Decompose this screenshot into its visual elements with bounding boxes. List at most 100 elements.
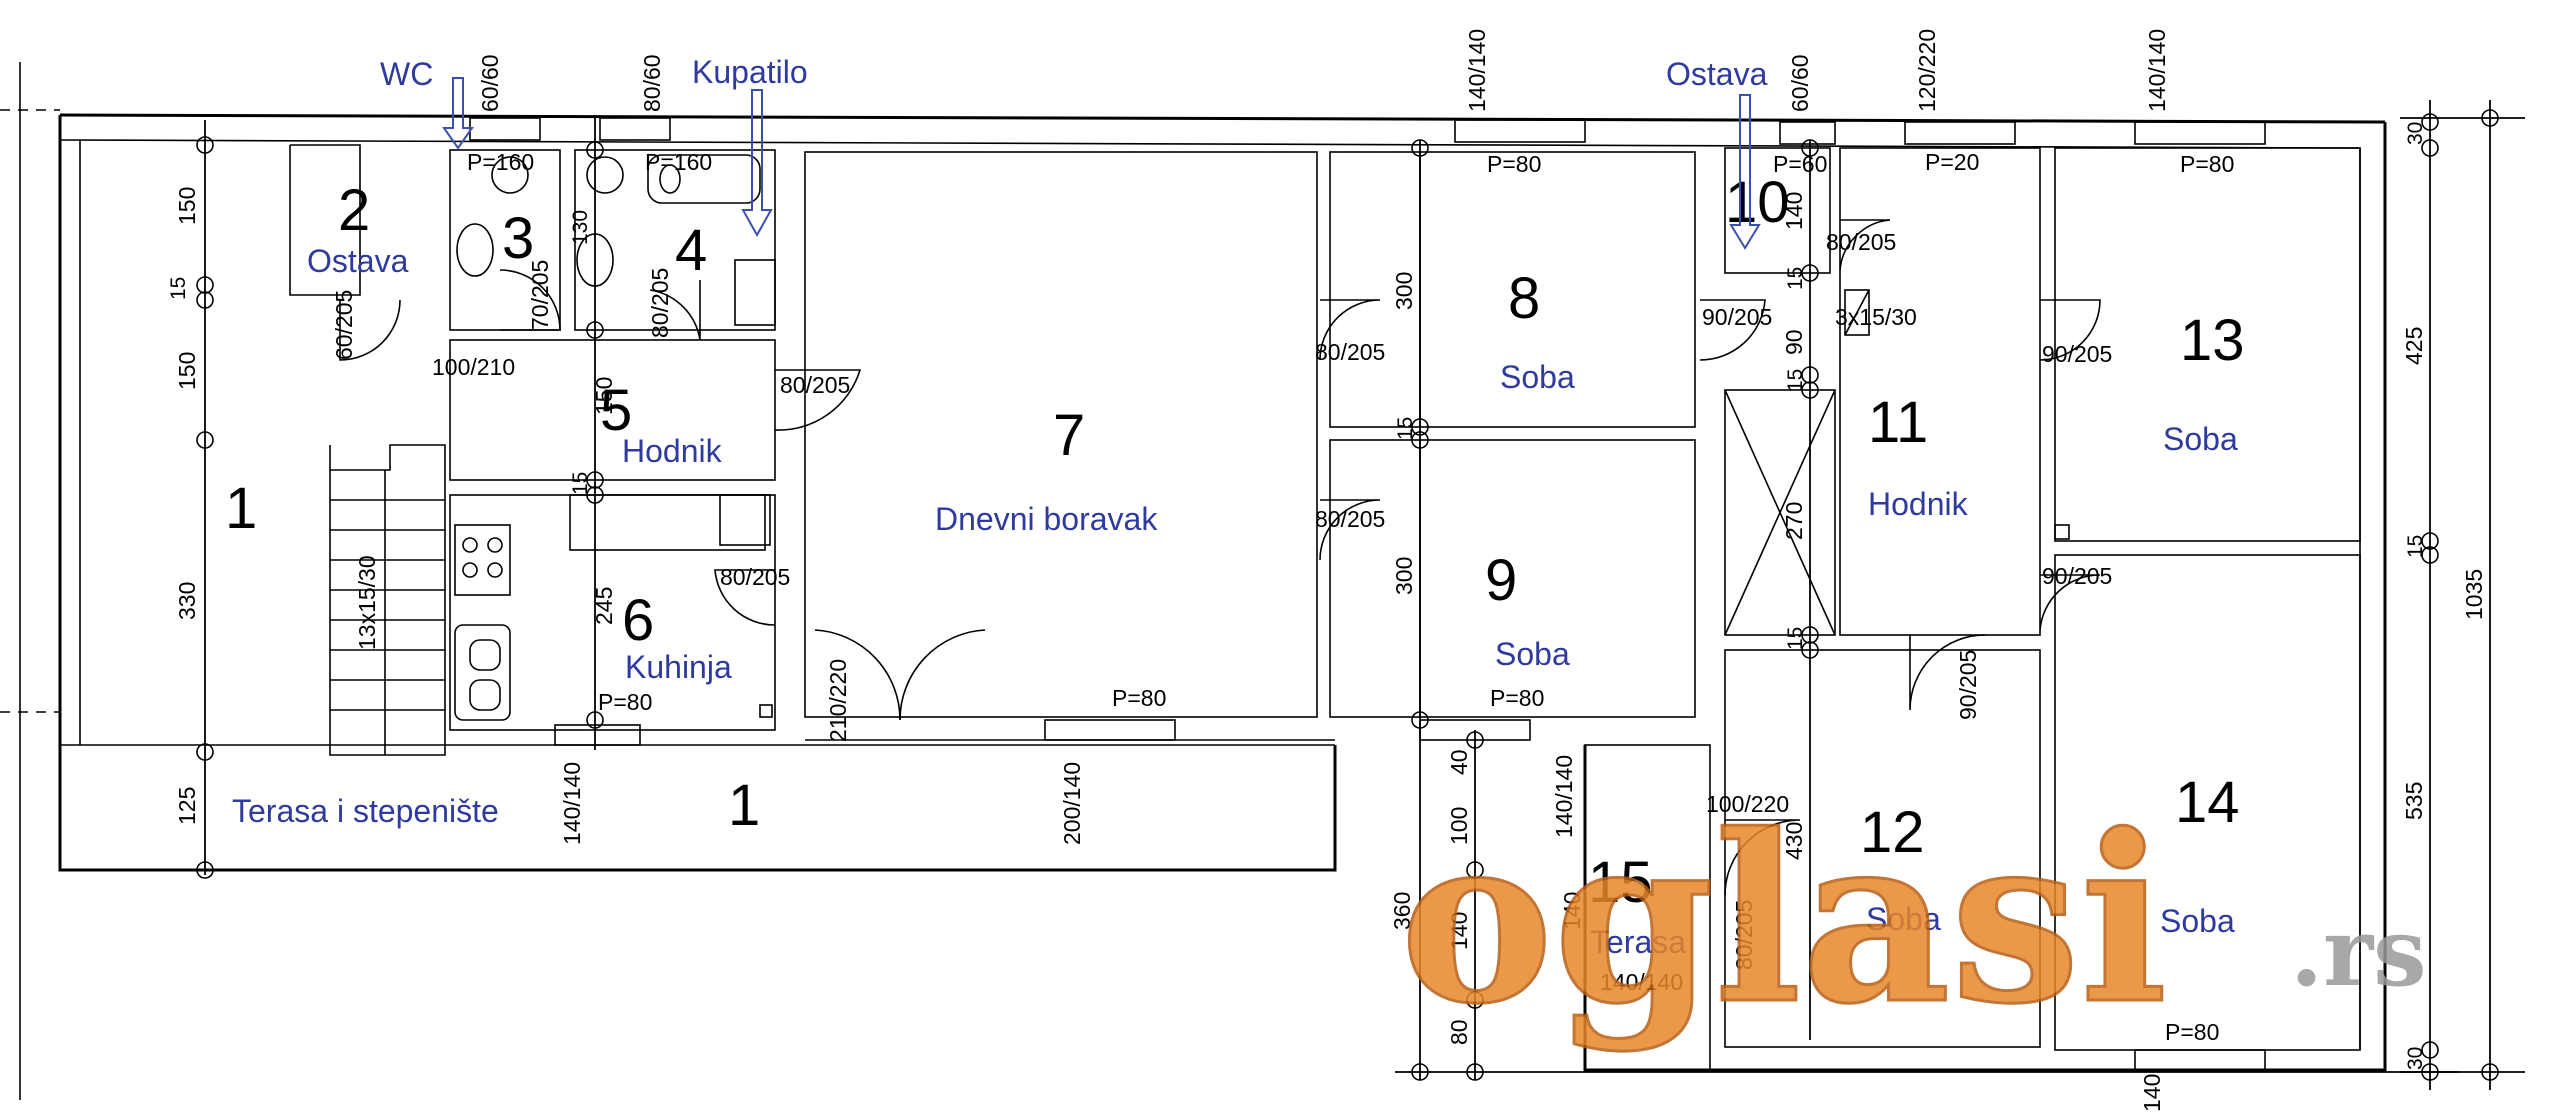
- door-label: 80/205: [780, 372, 850, 398]
- dim-text: 15: [1394, 417, 1417, 440]
- dim-text: 130: [569, 210, 592, 245]
- dim-text: 270: [1781, 502, 1807, 540]
- door-label: 100/210: [432, 354, 515, 380]
- door-label: 80/205: [1315, 339, 1385, 365]
- room-number: 2: [338, 178, 370, 243]
- room-number: 6: [622, 588, 654, 653]
- door-label: 90/205: [1955, 650, 1981, 720]
- room-label: Kuhinja: [625, 649, 732, 685]
- room-label: Terasa: [1590, 924, 1686, 960]
- dim-text: 150: [174, 352, 200, 390]
- window-label: P=80: [1487, 151, 1541, 177]
- dim-text: 15: [1784, 369, 1807, 392]
- label-arrows: [442, 77, 1761, 250]
- dim-text: 40: [1446, 749, 1472, 775]
- dim-text: 360: [1389, 892, 1415, 930]
- room-number: 9: [1485, 548, 1517, 613]
- room-number: 4: [675, 218, 707, 283]
- dim-text: 245: [591, 587, 617, 625]
- room-number: 3: [502, 206, 534, 271]
- window-label: P=80: [1490, 685, 1544, 711]
- door-label: 80/205: [647, 268, 673, 338]
- door-label: 100/220: [1706, 791, 1789, 817]
- top-dim: 120/220: [1914, 29, 1940, 112]
- room-label: Soba: [2160, 903, 2235, 939]
- room-number: 7: [1053, 403, 1085, 468]
- mid-dims: 130 150 15 245 300 15 300 140 15 90 15 2…: [569, 192, 1807, 1045]
- window-label: P=60: [1773, 151, 1827, 177]
- room-number: 14: [2175, 770, 2240, 835]
- dim-text: 300: [1391, 272, 1417, 310]
- dim-text: 140: [1559, 892, 1585, 930]
- dim-text: 425: [2401, 327, 2427, 365]
- dimension-lines: [204, 100, 2525, 1090]
- room-label: Soba: [1866, 901, 1941, 937]
- top-dim: 80/60: [639, 54, 665, 112]
- room-label: Kupatilo: [692, 54, 808, 90]
- dim-text: 15: [2404, 535, 2427, 558]
- watermark-suffix: .rs: [2290, 897, 2427, 1008]
- dim-text: 30: [2404, 1047, 2427, 1070]
- dim-text: 125: [174, 787, 200, 825]
- dim-text: 100: [1446, 807, 1472, 845]
- room-number: 11: [1868, 390, 1928, 455]
- window-label: P=80: [2165, 1019, 2219, 1045]
- stair-label: 3x15/30: [1835, 304, 1917, 330]
- right-dims: 30 425 15 535 30 1035 140: [2139, 122, 2487, 1112]
- door-label: 90/205: [2042, 563, 2112, 589]
- dim-text: 300: [1391, 557, 1417, 595]
- door-swings: [339, 219, 2101, 896]
- room-labels: Terasa i stepenište Ostava WC Kupatilo H…: [232, 54, 2238, 960]
- room-label: Soba: [1500, 359, 1575, 395]
- top-dim: 140/140: [2144, 29, 2170, 112]
- dim-text: 15: [167, 277, 190, 300]
- door-label: 70/205: [527, 260, 553, 330]
- dim-text: 1035: [2461, 569, 2487, 620]
- window-label: P=80: [2180, 151, 2234, 177]
- door-label: 80/205: [1731, 900, 1757, 970]
- room-label: Hodnik: [622, 433, 723, 469]
- room-number: 1: [225, 476, 257, 541]
- room-label: Soba: [2163, 421, 2238, 457]
- room-number: 13: [2180, 308, 2245, 373]
- room-number: 12: [1860, 800, 1925, 865]
- window-label: 200/140: [1059, 762, 1085, 845]
- dimension-ticks: [196, 109, 2499, 1081]
- window-label: P=80: [1112, 685, 1166, 711]
- window-label: 140/140: [559, 762, 585, 845]
- top-dim: 60/60: [477, 54, 503, 112]
- dim-text: 430: [1781, 822, 1807, 860]
- fixtures: [454, 154, 2070, 721]
- room-label: Soba: [1495, 636, 1570, 672]
- door-label: 80/205: [720, 564, 790, 590]
- room-label: WC: [380, 56, 433, 92]
- dim-text: 535: [2401, 782, 2427, 820]
- stair-label: 13x15/30: [354, 555, 380, 650]
- dim-text: 15: [1784, 267, 1807, 290]
- top-window-dims: 60/60 80/60 140/140 60/60 120/220 140/14…: [477, 29, 2170, 112]
- room-numbers: 1 2 3 4 5 6 7 8 9 10 11 12 13 14 15 1: [225, 170, 2245, 915]
- dim-text: 15: [1784, 627, 1807, 650]
- dim-text: 90: [1781, 329, 1807, 355]
- room-number: 15: [1588, 850, 1653, 915]
- room-label: Ostava: [307, 243, 409, 279]
- window-label: P=80: [598, 689, 652, 715]
- door-label: 90/205: [1702, 304, 1772, 330]
- staircase: [329, 444, 446, 756]
- room-label: Terasa i stepenište: [232, 793, 499, 829]
- room-label: Hodnik: [1868, 486, 1969, 522]
- window-label: P=160: [467, 149, 534, 175]
- window-openings: [469, 117, 2266, 1071]
- dim-text: 15: [569, 472, 592, 495]
- watermark-text: oglasi: [1400, 785, 2168, 1055]
- room-label: Dnevni boravak: [935, 501, 1158, 537]
- left-dims: 150 15 150 330 125: [167, 187, 200, 825]
- dim-text: 330: [174, 582, 200, 620]
- door-label: 210/220: [825, 659, 851, 742]
- door-label: 60/205: [331, 290, 357, 360]
- dim-text: 30: [2404, 122, 2427, 145]
- window-label: 140/140: [1551, 755, 1577, 838]
- dim-text: 150: [591, 377, 617, 415]
- window-labels: P=160 P=160 P=80 P=80 P=80 P=80 P=60 P=2…: [467, 149, 2234, 1045]
